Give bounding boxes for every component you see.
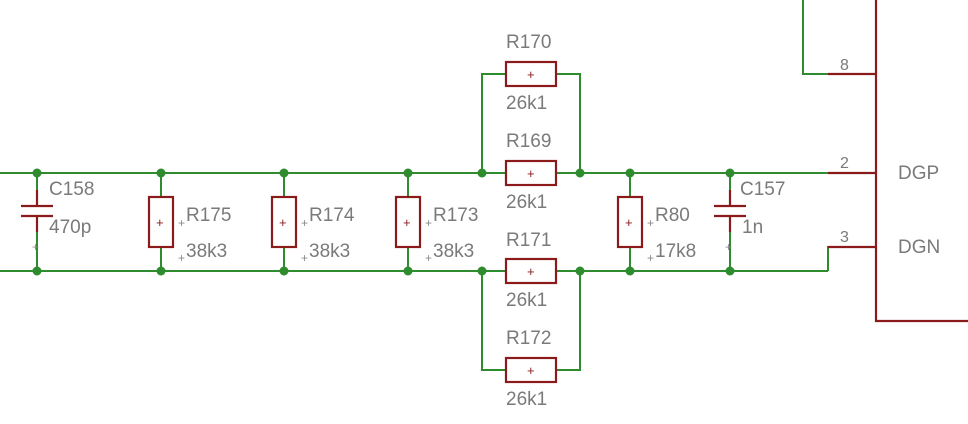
junctions <box>32 168 735 276</box>
resistor-r172[interactable]: + R172 26k1 <box>504 328 558 410</box>
ic-pin-3-number: 3 <box>840 229 849 246</box>
junction-dot <box>477 266 487 276</box>
r175-name-label: R175 <box>186 205 231 226</box>
r173-name-label: R173 <box>433 205 478 226</box>
resistor-r174[interactable]: + + + R174 38k3 <box>270 195 355 265</box>
c158-name-label: C158 <box>49 179 94 200</box>
net-pin3 <box>827 246 876 271</box>
r173-pin-marker-2: + <box>425 251 432 265</box>
r80-name-label: R80 <box>655 205 690 226</box>
r174-pin-marker-2: + <box>301 251 308 265</box>
ic-pin-dgn-label: DGN <box>898 237 940 258</box>
resistor-r171[interactable]: + R171 26k1 <box>504 230 558 311</box>
c157-value-label: 1n <box>742 217 763 238</box>
junction-dot <box>625 168 635 178</box>
r172-plus-icon: + <box>527 363 535 378</box>
r171-name-label: R171 <box>506 230 551 251</box>
r169-plus-icon: + <box>527 166 535 181</box>
ic-pin-8-number: 8 <box>840 57 849 74</box>
r173-pin-marker: + <box>425 216 432 230</box>
r169-value-label: 26k1 <box>506 192 547 213</box>
capacitor-c158[interactable]: + C158 470p <box>21 179 94 254</box>
ic-pin-2-number: 2 <box>840 155 849 172</box>
r80-pin-marker-2: + <box>647 251 654 265</box>
junction-dot <box>625 266 635 276</box>
r80-pin-marker: + <box>647 216 654 230</box>
junction-dot <box>575 168 585 178</box>
junction-dot <box>403 168 413 178</box>
r170-value-label: 26k1 <box>506 93 547 114</box>
junction-dot <box>725 168 735 178</box>
r172-name-label: R172 <box>506 328 551 349</box>
r80-value-label: 17k8 <box>655 241 696 262</box>
resistor-r175[interactable]: + + + R175 38k3 <box>147 195 231 265</box>
junction-dot <box>403 266 413 276</box>
r172-value-label: 26k1 <box>506 389 547 410</box>
ic-body: 8 2 3 DGP DGN <box>828 0 968 323</box>
junction-dot <box>32 168 42 178</box>
r80-plus-icon: + <box>625 215 633 230</box>
junction-dot <box>279 266 289 276</box>
resistor-r173[interactable]: + + + R173 38k3 <box>394 195 478 265</box>
r171-plus-icon: + <box>527 264 535 279</box>
r169-name-label: R169 <box>506 131 551 152</box>
junction-dot <box>725 266 735 276</box>
r175-pin-marker-2: + <box>178 251 185 265</box>
r174-name-label: R174 <box>309 205 355 226</box>
r173-value-label: 38k3 <box>433 241 474 262</box>
junction-dot <box>279 168 289 178</box>
r174-value-label: 38k3 <box>309 241 350 262</box>
net-r172-loop <box>481 271 581 371</box>
ic-pin-dgp-label: DGP <box>898 163 939 184</box>
r174-pin-marker: + <box>301 216 308 230</box>
r173-plus-icon: + <box>403 215 411 230</box>
resistor-r169[interactable]: + R169 26k1 <box>504 131 558 213</box>
r175-value-label: 38k3 <box>186 241 227 262</box>
c158-value-label: 470p <box>49 217 91 238</box>
r170-name-label: R170 <box>506 32 551 53</box>
r174-plus-icon: + <box>279 215 287 230</box>
c157-plus-marker: + <box>725 240 732 254</box>
junction-dot <box>156 266 166 276</box>
c157-name-label: C157 <box>740 179 785 200</box>
r171-value-label: 26k1 <box>506 290 547 311</box>
net-r170-loop <box>481 73 581 173</box>
r175-plus-icon: + <box>156 215 164 230</box>
r170-plus-icon: + <box>527 67 535 82</box>
junction-dot <box>32 266 42 276</box>
capacitor-c157[interactable]: + C157 1n <box>714 179 785 254</box>
junction-dot <box>477 168 487 178</box>
c158-plus-marker: + <box>32 240 39 254</box>
junction-dot <box>575 266 585 276</box>
junction-dot <box>156 168 166 178</box>
resistor-r170[interactable]: + R170 26k1 <box>504 32 558 114</box>
resistor-r80[interactable]: + + + R80 17k8 <box>616 195 696 265</box>
r175-pin-marker: + <box>178 216 185 230</box>
